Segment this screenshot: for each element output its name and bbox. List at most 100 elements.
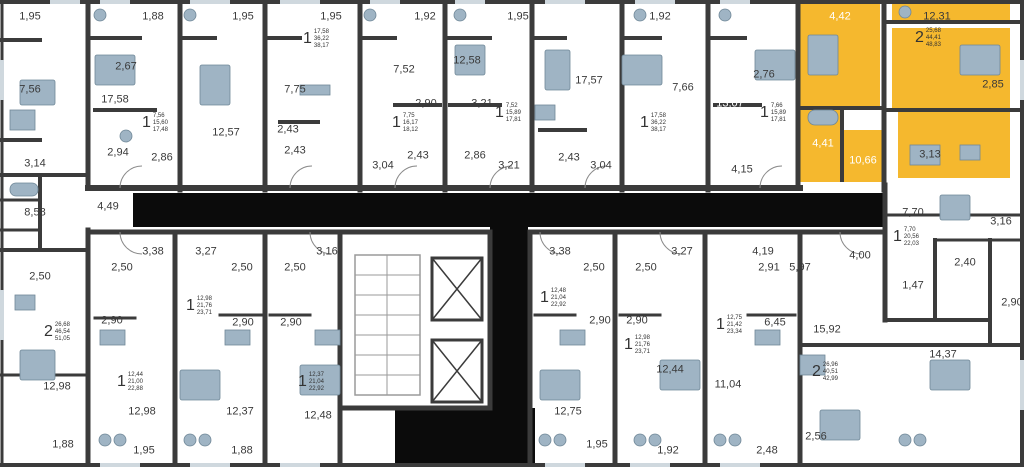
living-area: 7,56: [152, 113, 165, 119]
room-area-label: 2,90: [101, 314, 123, 327]
room-area-label: 2,86: [464, 149, 486, 162]
room-area-label: 12,98: [43, 380, 71, 393]
full-area: 22,92: [308, 385, 324, 392]
room-area-label: 4,41: [812, 137, 834, 150]
room-area-label: 1,88: [142, 10, 164, 23]
room-area-label: 12,44: [656, 363, 684, 376]
room-area-label: 3,38: [142, 245, 164, 258]
room-area-label: 12,48: [304, 409, 332, 422]
room-area-label: 2,90: [626, 314, 648, 327]
elevator-stair-core: [337, 229, 493, 411]
room-count: 1: [640, 114, 649, 132]
room-area-label: 2,90: [280, 316, 302, 329]
full-area: 18,12: [402, 126, 418, 133]
full-area: 42,99: [822, 375, 838, 382]
room-area-label: 12,75: [554, 405, 582, 418]
living-area: 7,52: [505, 103, 518, 109]
room-area-label: 5,97: [789, 261, 811, 274]
room-area-label: 2,50: [231, 261, 253, 274]
room-area-label: 1,95: [586, 438, 608, 451]
room-count: 1: [893, 228, 902, 246]
room-area-label: 3,21: [498, 159, 520, 172]
door-arcs: [119, 165, 863, 255]
full-area: 51,05: [54, 335, 70, 342]
room-area-label: 1,88: [231, 444, 253, 457]
room-area-label: 3,27: [195, 245, 217, 258]
living-area: 12,98: [196, 296, 212, 302]
room-area-label: 6,45: [764, 316, 786, 329]
living-area: 7,66: [770, 103, 783, 109]
total-area: 21,04: [550, 294, 566, 301]
living-area: 12,44: [127, 372, 143, 378]
room-area-label: 2,86: [151, 151, 173, 164]
total-area: 21,04: [308, 378, 324, 385]
living-area: 12,37: [308, 372, 324, 378]
room-count: 1: [540, 289, 549, 307]
full-area: 38,17: [650, 126, 666, 133]
room-count: 2: [44, 323, 53, 341]
living-area: 12,98: [634, 335, 650, 341]
room-area-label: 4,00: [849, 249, 871, 262]
full-area: 23,71: [196, 309, 212, 316]
full-area: 48,83: [925, 41, 941, 48]
total-area: 15,89: [505, 109, 521, 116]
room-area-label: 2,43: [407, 149, 429, 162]
total-area: 15,89: [770, 109, 786, 116]
total-area: 36,22: [650, 119, 666, 126]
living-area: 12,48: [550, 288, 566, 294]
room-area-label: 2,76: [753, 68, 775, 81]
total-area: 21,42: [726, 321, 742, 328]
total-area: 21,76: [196, 302, 212, 309]
room-area-label: 1,95: [19, 10, 41, 23]
full-area: 17,48: [152, 126, 168, 133]
room-area-label: 1,95: [133, 444, 155, 457]
room-area-label: 3,16: [316, 245, 338, 258]
room-count: 1: [716, 316, 725, 334]
room-count: 1: [186, 297, 195, 315]
room-area-label: 3,14: [24, 157, 46, 170]
room-area-label: 1,92: [649, 10, 671, 23]
room-area-label: 4,19: [752, 245, 774, 258]
full-area: 22,88: [127, 385, 143, 392]
total-area: 44,41: [925, 34, 941, 41]
living-area: 17,58: [313, 29, 329, 35]
room-area-label: 2,50: [635, 261, 657, 274]
full-area: 38,17: [313, 42, 329, 49]
room-area-label: 7,56: [19, 83, 41, 96]
room-area-label: 1,47: [902, 279, 924, 292]
corridor: [133, 193, 885, 467]
room-area-label: 2,94: [107, 146, 129, 159]
full-area: 22,03: [903, 240, 919, 247]
room-area-label: 2,50: [29, 270, 51, 283]
room-area-label: 10,66: [849, 154, 877, 167]
full-area: 23,34: [726, 328, 742, 335]
room-count: 2: [812, 363, 821, 381]
room-area-label: 2,90: [589, 314, 611, 327]
living-area: 17,58: [650, 113, 666, 119]
room-area-label: 2,43: [558, 151, 580, 164]
room-area-label: 2,90: [1001, 296, 1023, 309]
room-area-label: 2,43: [277, 123, 299, 136]
full-area: 17,81: [505, 116, 521, 123]
room-area-label: 3,13: [919, 148, 941, 161]
room-area-label: 2,85: [982, 78, 1004, 91]
full-area: 22,92: [550, 301, 566, 308]
living-area: 26,68: [54, 322, 70, 328]
room-area-label: 1,88: [52, 438, 74, 451]
